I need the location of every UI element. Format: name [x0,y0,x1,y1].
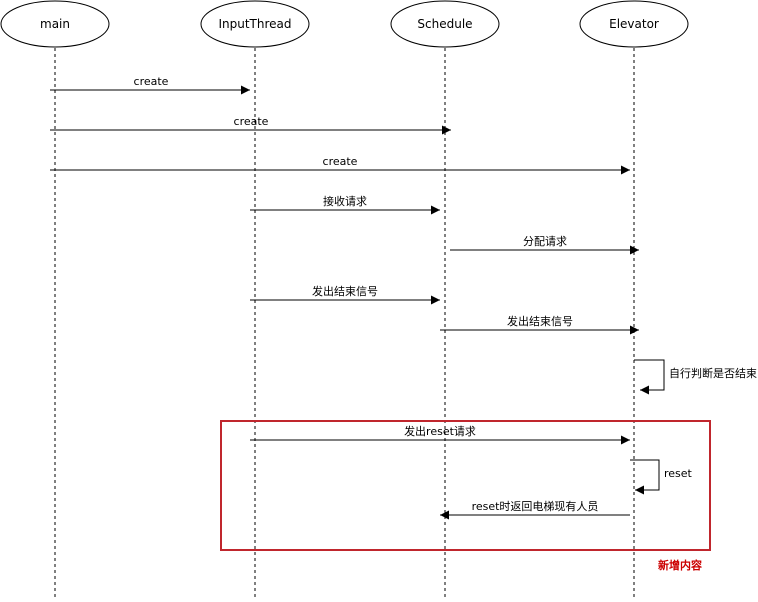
participant-main: main [0,0,110,48]
msg-assign-request-label: 分配请求 [523,235,567,248]
msg-create-input-label: create [134,75,169,88]
msg-self-judge-label: 自行判断是否结束 [669,366,757,380]
msg-reset-self-label: reset [664,467,693,480]
participant-inputthread: InputThread [200,0,310,48]
msg-receive-request-label: 接收请求 [323,194,367,208]
msg-self-judge-arrow [634,359,665,395]
new-content-highlight-box [220,420,711,551]
msg-end-signal-2-label: 发出结束信号 [507,314,573,328]
new-content-label: 新增内容 [658,558,702,572]
participant-elevator: Elevator [579,0,689,48]
participant-main-label: main [40,17,70,31]
msg-reset-self-arrow [630,459,660,495]
msg-create-elevator-label: create [323,155,358,168]
msg-end-signal-1-label: 发出结束信号 [312,284,378,298]
participant-schedule: Schedule [390,0,500,48]
msg-reset-request-label: 发出reset请求 [404,424,476,438]
msg-reset-return-label: reset时返回电梯现有人员 [472,499,599,513]
participant-inputthread-label: InputThread [218,17,291,31]
participant-schedule-label: Schedule [417,17,472,31]
participant-elevator-label: Elevator [609,17,659,31]
msg-create-schedule-label: create [234,115,269,128]
